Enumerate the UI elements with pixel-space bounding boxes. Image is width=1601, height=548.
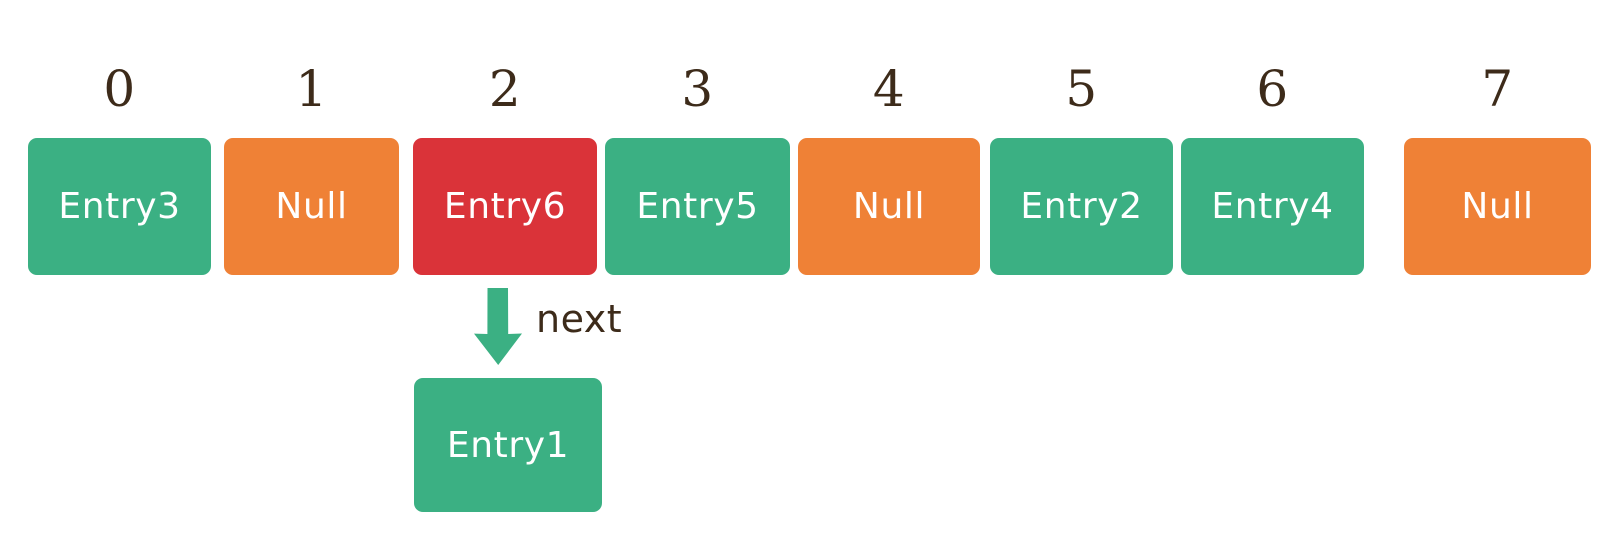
next-pointer-label: next (536, 297, 623, 341)
bucket-slot-5[interactable]: Entry2 (990, 138, 1173, 275)
index-label-4: 4 (872, 60, 906, 118)
index-label-2: 2 (488, 60, 522, 118)
arrow-down-icon (474, 288, 522, 365)
bucket-label-4: Null (852, 186, 926, 227)
chained-entry-label: Entry1 (446, 424, 570, 466)
index-label-0: 0 (103, 60, 136, 118)
bucket-label-7: Null (1461, 186, 1534, 227)
bucket-slot-4[interactable]: Null (798, 138, 980, 275)
bucket-label-5: Entry2 (1020, 186, 1143, 227)
bucket-slot-6[interactable]: Entry4 (1181, 138, 1364, 275)
bucket-label-2: Entry6 (443, 186, 567, 227)
next-pointer-arrow (470, 286, 526, 368)
bucket-slot-3[interactable]: Entry5 (605, 138, 790, 275)
bucket-label-3: Entry5 (636, 186, 759, 227)
index-label-7: 7 (1481, 60, 1514, 118)
bucket-slot-2[interactable]: Entry6 (413, 138, 597, 275)
bucket-label-6: Entry4 (1211, 186, 1334, 227)
index-label-3: 3 (681, 60, 714, 118)
bucket-slot-7[interactable]: Null (1404, 138, 1591, 275)
index-label-6: 6 (1256, 60, 1289, 118)
bucket-label-0: Entry3 (58, 186, 181, 227)
bucket-slot-0[interactable]: Entry3 (28, 138, 211, 275)
bucket-slot-1[interactable]: Null (224, 138, 399, 275)
index-label-1: 1 (295, 60, 328, 118)
index-label-5: 5 (1065, 60, 1098, 118)
chained-entry-node[interactable]: Entry1 (414, 378, 602, 512)
bucket-label-1: Null (275, 186, 348, 227)
